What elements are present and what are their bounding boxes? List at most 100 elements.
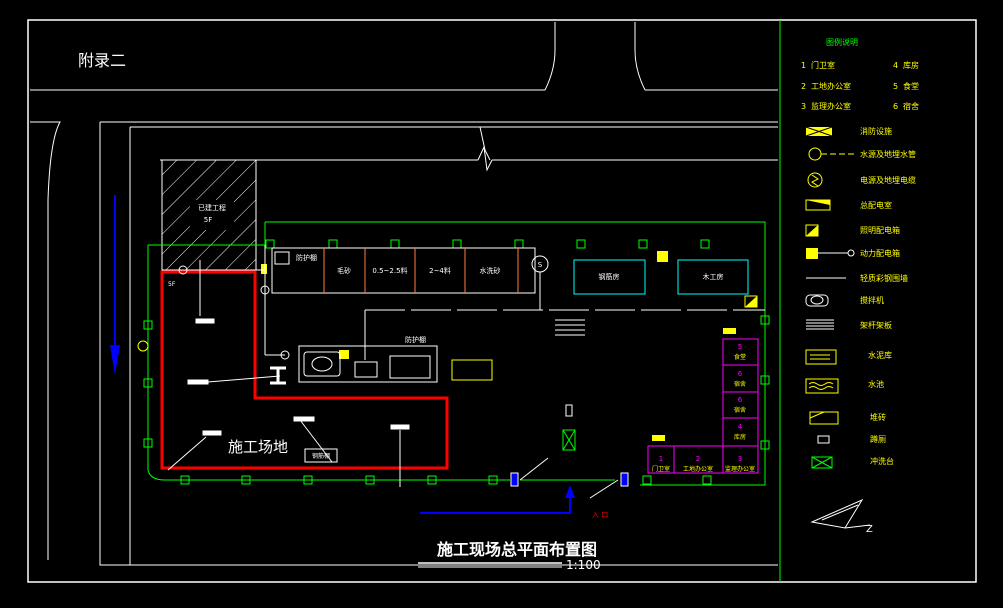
gate-right (620, 472, 629, 487)
legend-number: 1 (801, 61, 806, 70)
legend-name: 库房 (903, 60, 919, 70)
protective-shed-mid (298, 345, 438, 383)
legend-symbol-label: 动力配电箱 (860, 248, 900, 258)
legend-title: 图例说明 (826, 37, 858, 47)
fence-posts (143, 239, 770, 485)
fence-post (180, 475, 190, 485)
power-box-icon (657, 251, 668, 262)
fence-post (303, 475, 313, 485)
office-name: 门卫室 (652, 465, 670, 473)
fire-facility-icon (805, 126, 833, 137)
brick-pile (451, 359, 493, 381)
power-box-icon-2 (261, 264, 267, 274)
room-number: 6 (738, 370, 743, 378)
carpentry-room (677, 259, 749, 295)
fence-post (702, 475, 712, 485)
legend-symbol-label: 水泥库 (868, 350, 892, 360)
legend-number: 3 (801, 102, 806, 111)
hoist-icon (270, 366, 286, 385)
fence-post (452, 239, 462, 249)
site-area-label: 施工场地 (228, 438, 288, 456)
protective-shed-mid-label: 防护棚 (405, 335, 426, 344)
appendix-label: 附录二 (78, 51, 126, 70)
power-box-icon (806, 248, 855, 259)
room-name: 食堂 (734, 353, 746, 361)
steel-fence (147, 221, 766, 486)
mixer-icon (311, 356, 333, 372)
tool-box-label: 钢筋棚 (312, 452, 330, 460)
rebar-room-label: 钢筋房 (599, 272, 620, 281)
existing-building-name: 已建工程 (198, 203, 226, 212)
cement-store-icon (354, 361, 378, 378)
carpentry-room-label: 木工房 (703, 272, 724, 281)
room-name: 宿舍 (734, 380, 746, 388)
fence-post (488, 475, 498, 485)
bay-label-4: 水洗砂 (480, 266, 501, 275)
office-number: 1 (659, 455, 663, 463)
legend-symbol-label: 消防设施 (860, 126, 892, 136)
power-source-icon (807, 172, 823, 188)
shed-row: 防护棚 毛砂 0.5~2.5料 2~4料 水洗砂 (271, 247, 536, 294)
main-distribution-icon (805, 199, 831, 211)
roads (30, 22, 778, 566)
water-source-icon (808, 147, 856, 161)
legend-number: 5 (893, 82, 898, 91)
office-number: 3 (738, 455, 742, 463)
mixer-icon (805, 294, 829, 307)
fence-post (700, 239, 710, 249)
protective-shed-top-label: 防护棚 (296, 253, 317, 262)
legend-number: 2 (801, 82, 806, 91)
legend-name: 食堂 (903, 81, 919, 91)
fence-post (143, 320, 153, 330)
fence-post (365, 475, 375, 485)
toilet-icon (565, 404, 573, 417)
pool-icon (389, 355, 431, 379)
fence-post (514, 239, 524, 249)
legend-symbol-label: 照明配电箱 (860, 225, 900, 235)
room-number: 5 (738, 343, 742, 351)
fence-post (760, 375, 770, 385)
legend-symbol-label: 水池 (868, 379, 884, 389)
building-floors-label: 5F (168, 281, 176, 288)
legend-symbol-label: 堆砖 (870, 412, 886, 422)
wash-platform (562, 429, 576, 451)
fence-post (390, 239, 400, 249)
drawing-title: 施工现场总平面布置图 (437, 540, 597, 559)
bay-label-3: 2~4料 (429, 266, 451, 275)
existing-building: 已建工程 5F (161, 159, 257, 271)
power-source-icon (137, 340, 149, 352)
entrance-label: 入 口 (592, 511, 608, 519)
legend-symbol-label: 轻质彩钢围墙 (860, 273, 908, 283)
legend-number: 4 (893, 61, 898, 70)
fence-post (642, 475, 652, 485)
legend-symbol-label: 蹲厕 (870, 434, 886, 444)
utility-lines (183, 245, 765, 360)
legend-symbol-label: 总配电室 (860, 200, 892, 210)
legend-symbol-label: 架杆架板 (860, 320, 892, 330)
fence-post (576, 239, 586, 249)
legend-name: 监理办公室 (811, 101, 851, 111)
wash-icon (811, 456, 833, 469)
cement-store-icon (805, 349, 837, 365)
fence-post (760, 315, 770, 325)
svg-text:Z: Z (866, 524, 873, 535)
brick-icon (809, 411, 839, 425)
fence-post (241, 475, 251, 485)
traffic-arrows (110, 195, 575, 514)
room-number: 4 (738, 423, 743, 431)
office-name: 监理办公室 (725, 465, 755, 473)
fence-post (143, 438, 153, 448)
scaffold-icon (806, 319, 834, 330)
legend-name: 工地办公室 (811, 81, 851, 91)
legend-symbol-label: 水源及地埋水管 (860, 149, 916, 159)
scaffold-board-stack (555, 319, 585, 336)
fence-post (638, 239, 648, 249)
crane-markers (167, 318, 410, 487)
lighting-box-icon (805, 224, 819, 237)
power-box-icon-3 (339, 350, 349, 359)
fence-post (427, 475, 437, 485)
fence-post (328, 239, 338, 249)
